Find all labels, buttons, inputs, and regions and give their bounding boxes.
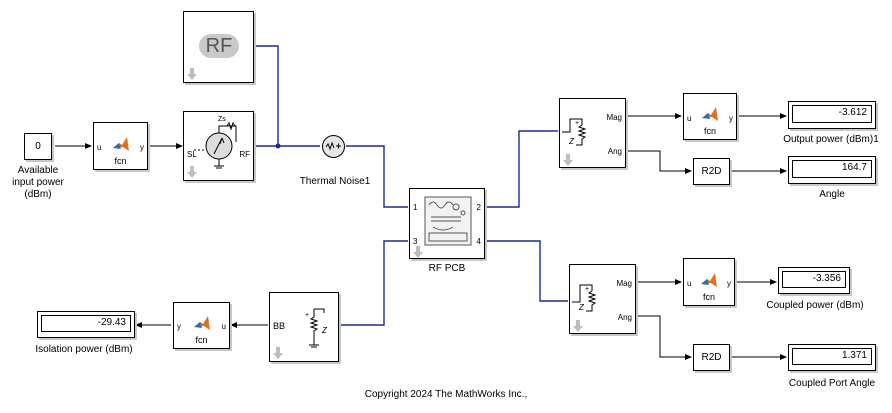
- branch-point: [275, 143, 281, 149]
- fcn-name: fcn: [702, 292, 715, 302]
- pcb-port-2: 2: [476, 203, 481, 212]
- matlab-function-block-input[interactable]: u y fcn: [93, 122, 148, 170]
- constant-value: 0: [35, 141, 41, 152]
- zl-label: Z: [579, 303, 584, 312]
- constant-block[interactable]: 0: [24, 133, 52, 160]
- rf-badge: RF: [199, 34, 239, 58]
- down-arrow-icon: [273, 347, 283, 359]
- rf-pcb-label: RF PCB: [428, 263, 466, 274]
- r2d-label: R2D: [701, 352, 722, 363]
- matlab-function-block-coupled[interactable]: u y fcn: [683, 258, 735, 306]
- zs-label: Zs: [218, 116, 226, 123]
- display-label: Output power (dBm)1: [783, 134, 879, 145]
- display-isolation-power[interactable]: -29.43: [37, 311, 135, 338]
- matlab-logo-icon: [193, 316, 210, 330]
- down-arrow-icon: [563, 154, 573, 166]
- port-mag: Mag: [616, 279, 632, 288]
- rf-wire-pcb-to-sensor-top: [486, 130, 558, 208]
- pcb-port-1: 1: [413, 203, 418, 212]
- amplifier-block[interactable]: Zs SL RF: [183, 111, 254, 181]
- baseband-terminal-block[interactable]: BB + Z: [269, 292, 339, 362]
- matlab-logo-icon: [112, 137, 129, 151]
- down-arrow-icon: [187, 68, 197, 80]
- display-label: Coupled power (dBm): [766, 300, 864, 311]
- display-angle[interactable]: 164.7: [788, 156, 876, 184]
- display-value: -3.356: [782, 271, 846, 288]
- copyright-text: Copyright 2024 The MathWorks Inc.,: [364, 389, 528, 400]
- rf-wire-pcb-to-bb: [339, 240, 408, 326]
- constant-label: Available input power (dBm): [12, 165, 64, 200]
- matlab-logo-icon: [701, 273, 717, 287]
- load-impedance-icon: +: [572, 284, 597, 312]
- rf-wire-pcb-to-sensor-bottom: [486, 240, 568, 302]
- port-y: y: [140, 143, 144, 152]
- impedance-sensor-bottom[interactable]: Mag Ang + Z: [569, 264, 636, 334]
- pcb-port-4: 4: [476, 237, 481, 246]
- rf-pcb-block[interactable]: 1 2 3 4: [409, 188, 485, 259]
- port-sl: SL: [187, 150, 197, 159]
- svg-text:+: +: [305, 312, 309, 319]
- down-arrow-icon: [413, 246, 423, 258]
- display-label: Coupled Port Angle: [788, 378, 876, 389]
- r2d-label: R2D: [701, 166, 722, 177]
- r2d-block-top[interactable]: R2D: [693, 158, 730, 185]
- display-value: 164.7: [792, 160, 872, 178]
- down-arrow-icon: [573, 320, 583, 332]
- port-bb: BB: [273, 321, 286, 331]
- matlab-function-block-output[interactable]: u y fcn: [683, 93, 737, 140]
- z-label: Z: [322, 326, 327, 335]
- display-output-power[interactable]: -3.612: [788, 101, 876, 129]
- amplifier-icon: [194, 121, 237, 169]
- rf-wire-source: [255, 45, 279, 146]
- rf-wire-noise-to-pcb: [346, 145, 408, 208]
- impedance-sensor-top[interactable]: Mag Ang + Z: [559, 98, 626, 168]
- port-u: u: [97, 143, 102, 152]
- matlab-logo-icon: [702, 107, 718, 121]
- port-y: y: [177, 322, 181, 331]
- port-ang: Ang: [607, 147, 622, 156]
- zl-label: Z: [569, 137, 574, 146]
- display-label: Isolation power (dBm): [35, 344, 133, 355]
- impedance-icon: +: [305, 308, 325, 348]
- port-ang: Ang: [617, 313, 632, 322]
- fcn-name: fcn: [195, 335, 208, 345]
- port-u: u: [687, 279, 692, 288]
- port-rf: RF: [239, 150, 250, 159]
- display-coupled-power[interactable]: -3.356: [778, 267, 850, 294]
- display-value: -29.43: [41, 315, 131, 332]
- port-y: y: [729, 114, 733, 123]
- port-mag: Mag: [606, 113, 622, 122]
- pcb-port-3: 3: [413, 237, 418, 246]
- fcn-name: fcn: [114, 156, 127, 166]
- pcb-board-icon: [424, 196, 472, 246]
- wire-ang-to-r2d-coupled: [636, 315, 692, 360]
- display-label: Angle: [819, 189, 845, 200]
- thermal-noise-icon[interactable]: [321, 134, 346, 159]
- port-y: y: [727, 279, 731, 288]
- display-coupled-angle[interactable]: 1.371: [788, 344, 876, 371]
- matlab-function-block-isolation[interactable]: y u fcn: [173, 302, 230, 349]
- load-impedance-icon: +: [562, 118, 587, 146]
- fcn-name: fcn: [703, 126, 716, 136]
- rf-source-block[interactable]: RF: [183, 11, 254, 83]
- r2d-block-bottom[interactable]: R2D: [693, 344, 730, 371]
- port-u: u: [687, 114, 692, 123]
- down-arrow-icon: [187, 166, 197, 178]
- svg-text:+: +: [575, 120, 579, 127]
- thermal-noise-label: Thermal Noise1: [299, 176, 371, 187]
- svg-text:+: +: [585, 286, 589, 293]
- display-value: 1.371: [792, 348, 872, 365]
- wire-ang-to-r2d: [626, 150, 692, 174]
- display-value: -3.612: [792, 105, 872, 123]
- port-u: u: [221, 322, 226, 331]
